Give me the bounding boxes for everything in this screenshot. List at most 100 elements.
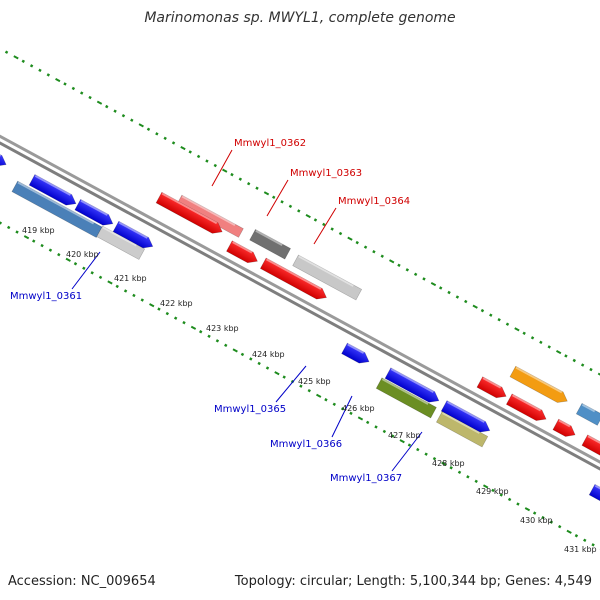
outer-tick — [38, 68, 42, 73]
inner-tick — [591, 543, 595, 547]
gene-blue-6 — [440, 400, 491, 433]
outer-tick — [222, 168, 228, 173]
inner-tick — [140, 298, 144, 302]
outer-tick — [405, 268, 409, 272]
gene-label: Mmwyl1_0365 — [214, 404, 286, 415]
inner-tick — [215, 339, 220, 343]
inner-tick — [115, 284, 119, 289]
leader-line-upper — [313, 207, 337, 245]
scale-label: 427 kbp — [388, 431, 421, 440]
inner-tick — [15, 230, 19, 234]
gene-blue-4 — [112, 220, 154, 249]
inner-tick-track — [0, 221, 600, 550]
inner-tick — [574, 534, 579, 538]
inner-tick — [399, 439, 405, 444]
outer-tick — [547, 345, 551, 349]
inner-tick — [282, 375, 286, 379]
outer-tick — [439, 286, 443, 290]
inner-tick — [441, 461, 447, 466]
outer-tick — [397, 263, 401, 267]
gene-mmwyl1-0367 — [435, 411, 489, 448]
leader-line-upper — [211, 149, 233, 187]
inner-tick — [416, 447, 420, 452]
outer-tick — [589, 367, 593, 372]
gene-red-1 — [155, 191, 223, 234]
inner-tick — [340, 407, 345, 411]
inner-tick — [149, 303, 155, 308]
inner-tick — [249, 357, 253, 361]
outer-tick — [514, 327, 520, 332]
gene-features — [0, 144, 600, 502]
inner-tick — [207, 334, 211, 338]
leader-line-upper — [266, 179, 289, 217]
outer-tick — [489, 313, 493, 317]
outer-tick — [213, 163, 217, 168]
outer-tick — [155, 132, 159, 136]
inner-tick — [532, 511, 537, 515]
inner-tick — [190, 325, 197, 330]
inner-tick — [316, 393, 322, 398]
gene-red-3 — [259, 257, 327, 300]
outer-tick — [472, 304, 478, 309]
outer-tick — [480, 308, 485, 313]
scale-label: 424 kbp — [252, 350, 285, 359]
inner-tick — [499, 493, 503, 497]
backbone-line-2 — [0, 141, 600, 471]
scale-label: 425 kbp — [298, 377, 331, 386]
inner-tick — [199, 330, 203, 334]
outer-tick — [297, 209, 301, 213]
leader-line-lower — [391, 431, 423, 472]
outer-tick — [188, 150, 192, 154]
gene-light-grey — [96, 225, 146, 260]
inner-tick — [516, 502, 520, 506]
gene-mmwyl1-0364 — [292, 254, 363, 301]
inner-tick — [365, 420, 370, 425]
gene-blue-2 — [28, 174, 77, 206]
outer-tick — [80, 91, 84, 95]
inner-tick — [232, 348, 238, 353]
inner-tick — [357, 416, 364, 421]
inner-tick — [257, 361, 261, 366]
outer-tick — [146, 127, 151, 131]
inner-tick — [482, 484, 489, 489]
scale-label: 422 kbp — [160, 299, 193, 308]
backbone-line-1 — [0, 134, 600, 464]
gene-mmwyl1-0365 — [384, 367, 440, 403]
inner-tick — [307, 388, 311, 393]
outer-tick — [130, 118, 134, 122]
inner-tick — [165, 311, 170, 316]
inner-tick — [583, 538, 587, 542]
outer-tick — [363, 245, 368, 249]
gene-blue-1 — [0, 144, 7, 167]
leader-line-lower — [275, 365, 307, 403]
inner-tick — [449, 466, 453, 470]
outer-tick — [13, 55, 19, 60]
outer-tick — [556, 349, 562, 355]
outer-tick — [230, 172, 234, 177]
outer-tick — [322, 222, 326, 227]
outer-tick — [272, 195, 276, 199]
inner-tick — [107, 280, 113, 285]
scale-label: 420 kbp — [66, 250, 99, 259]
inner-tick — [299, 384, 303, 388]
scale-label: 429 kbp — [476, 487, 509, 496]
gene-red-2 — [226, 240, 258, 264]
inner-tick — [491, 488, 495, 493]
inner-tick — [407, 443, 412, 447]
outer-tick — [413, 272, 418, 277]
leader-line-lower — [331, 395, 353, 438]
outer-tick — [330, 227, 334, 231]
outer-tick — [46, 73, 51, 77]
outer-tick — [255, 186, 259, 190]
map-title: Marinomonas sp. MWYL1, complete genome — [144, 10, 456, 26]
inner-tick — [382, 429, 387, 434]
outer-tick — [455, 295, 460, 299]
outer-tick — [205, 159, 209, 163]
accession-text: Accession: NC_009654 — [8, 574, 156, 589]
inner-tick — [98, 275, 103, 280]
genome-backbone — [0, 134, 600, 471]
inner-tick — [23, 235, 30, 240]
gene-mmwyl1-0363 — [249, 229, 291, 260]
gene-red-6 — [552, 418, 576, 437]
inner-tick — [424, 452, 428, 456]
